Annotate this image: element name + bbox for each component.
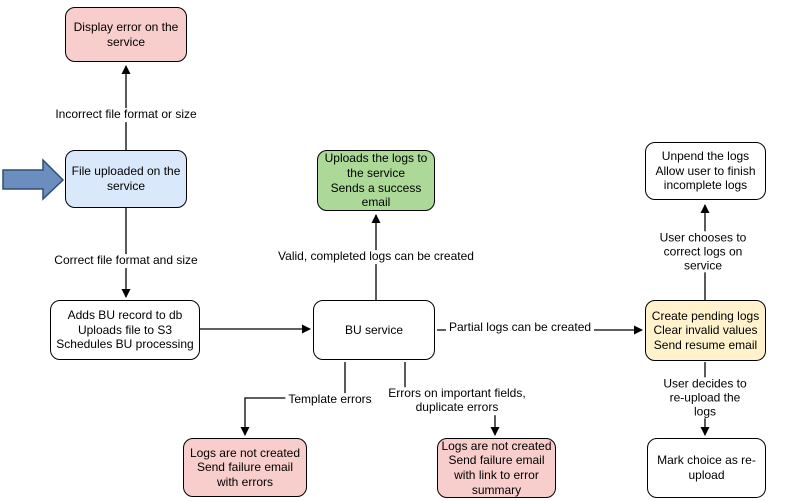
node-file-uploaded: File uploaded on the service — [65, 150, 187, 208]
edge-label-correct-file-format: Correct file format and size — [51, 253, 201, 268]
input-pointer-arrow-icon — [2, 158, 65, 201]
node-adds-bu-record: Adds BU record to db Uploads file to S3 … — [50, 300, 200, 360]
node-unpend-logs: Unpend the logs Allow user to finish inc… — [645, 142, 766, 200]
edge-label-incorrect-file-format: Incorrect file format or size — [52, 107, 200, 122]
edge-label-valid-completed-logs: Valid, completed logs can be created — [275, 249, 477, 264]
node-display-error: Display error on the service — [65, 7, 187, 62]
edge-label-user-decides-reupload: User decides to re-upload the logs — [657, 376, 753, 419]
edge-label-partial-logs: Partial logs can be created — [445, 320, 595, 335]
node-logs-not-created-summary: Logs are not created Send failure email … — [437, 438, 556, 498]
node-uploads-logs-success: Uploads the logs to the service Sends a … — [317, 150, 435, 211]
node-mark-choice-reupload: Mark choice as re- upload — [647, 438, 766, 498]
node-bu-service: BU service — [313, 300, 435, 360]
node-logs-not-created-errors: Logs are not created Send failure email … — [183, 438, 307, 497]
edge-label-template-errors: Template errors — [285, 392, 375, 407]
edge-label-user-chooses-correct: User chooses to correct logs on service — [654, 230, 752, 273]
edge-label-errors-important-fields: Errors on important fields, duplicate er… — [385, 386, 529, 415]
node-create-pending-logs: Create pending logs Clear invalid values… — [645, 300, 766, 361]
